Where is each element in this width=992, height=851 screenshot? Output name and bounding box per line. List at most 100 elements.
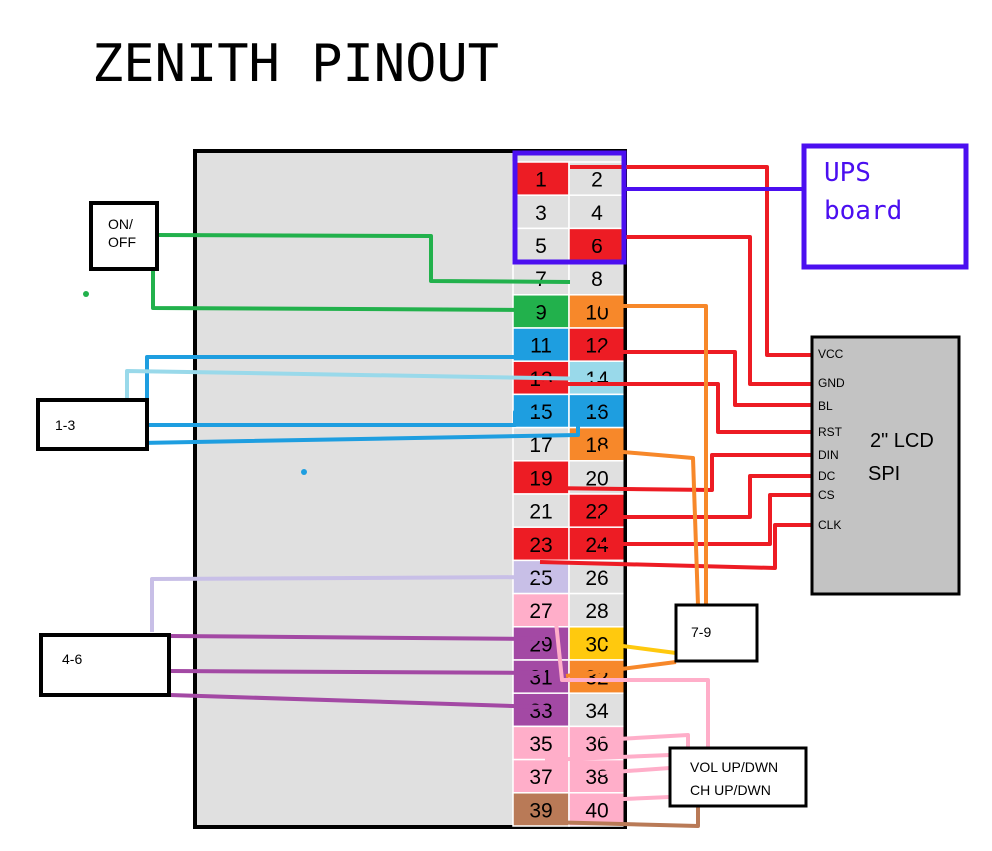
buttons-1-3-box: [36, 398, 149, 451]
pin-19-label: 19: [529, 467, 552, 490]
lcd-module: [810, 335, 961, 596]
wire-btn-30: [599, 641, 677, 655]
wire-switch-b: [151, 268, 541, 312]
pin-3-label: 3: [535, 202, 547, 225]
wire-btn-11: [145, 355, 545, 400]
wire-vol-36: [599, 733, 690, 748]
wire-vol-27: [553, 611, 710, 748]
lcd-pin-cs: CS: [818, 488, 835, 502]
lcd-title-2: SPI: [868, 463, 900, 485]
wire-vol-37: [544, 753, 671, 762]
ups-label-1: UPS: [824, 158, 871, 188]
pin-18-label: 18: [585, 434, 608, 457]
wire-btn-29: [169, 634, 546, 641]
pin-26-label: 26: [585, 567, 608, 590]
green-dot: [83, 291, 89, 297]
buttons-4-6-label: 4-6: [62, 651, 82, 667]
lcd-title-1: 2" LCD: [870, 430, 934, 452]
wire-btn-32: [565, 660, 677, 678]
pin-10-cell: [568, 294, 626, 329]
wire-btn-18: [599, 448, 700, 606]
pin-29-label: 29: [529, 633, 552, 656]
pin-20-label: 20: [585, 467, 608, 490]
pin-7-label: 7: [535, 268, 547, 291]
pin-31-label: 31: [529, 667, 552, 690]
vol-ch-box: [668, 746, 808, 808]
lcd-pin-vcc: VCC: [818, 347, 844, 361]
buttons-4-6-box: [39, 633, 171, 697]
pin-36-cell: [568, 725, 626, 761]
wire-btn-31: [169, 669, 546, 675]
pin-5-cell: [512, 227, 570, 263]
pin-21-label: 21: [529, 501, 552, 524]
pin-35-label: 35: [529, 733, 552, 756]
pin-36-label: 36: [585, 733, 608, 756]
wire-btn-10: [600, 304, 708, 605]
wire-btn-16: [139, 410, 600, 445]
wire-bl: [600, 350, 812, 407]
page-title: ZENITH PINOUT: [92, 34, 499, 94]
pin-17-label: 17: [529, 434, 552, 457]
pin-34-label: 34: [585, 700, 609, 723]
pin-39-label: 39: [529, 799, 552, 822]
buttons-7-9-box: [674, 603, 759, 663]
wire-cs: [600, 493, 812, 546]
lcd-pin-gnd: GND: [818, 376, 845, 390]
wire-gnd: [570, 235, 812, 386]
lcd-pin-rst: RST: [818, 425, 843, 439]
buttons-1-3-label: 1-3: [55, 417, 75, 433]
pin-8-cell: [568, 260, 626, 296]
lcd-pin-bl: BL: [818, 399, 833, 413]
ch-label: CH UP/DWN: [690, 782, 771, 798]
ups-label-2: board: [824, 196, 902, 226]
buttons-7-9-label: 7-9: [691, 624, 711, 640]
switch-label-1: ON/: [108, 216, 133, 232]
pin-33-label: 33: [529, 700, 552, 723]
wire-vcc: [570, 165, 812, 357]
pin-6-label: 6: [591, 235, 603, 258]
wire-ground-39: [544, 806, 700, 828]
lcd-pin-clk: CLK: [818, 518, 841, 532]
wire-btn-15: [148, 410, 545, 427]
blue-dot: [301, 469, 307, 475]
pin-37-label: 37: [529, 766, 552, 789]
wire-clk: [539, 523, 812, 570]
wire-btn-25: [150, 575, 546, 632]
pin-38-label: 38: [585, 766, 608, 789]
pin-35-cell: [512, 725, 570, 761]
pin-28-label: 28: [585, 600, 608, 623]
switch-label-2: OFF: [108, 234, 136, 250]
pin-27-label: 27: [529, 600, 552, 623]
pin-30-label: 30: [585, 633, 608, 656]
pin-1-label: 1: [535, 169, 547, 192]
ups-board-box: [801, 143, 969, 270]
pin-8-label: 8: [591, 268, 603, 291]
power-switch-box: [89, 201, 159, 271]
lcd-pin-din: DIN: [818, 448, 839, 462]
pin-5-label: 5: [535, 235, 547, 258]
vol-label: VOL UP/DWN: [690, 759, 778, 775]
pin-23-label: 23: [529, 534, 552, 557]
pin-24-label: 24: [585, 534, 609, 557]
wire-rst: [540, 382, 812, 434]
wire-din: [544, 453, 812, 492]
pin-40-label: 40: [585, 799, 608, 822]
lcd-pin-dc: DC: [818, 469, 836, 483]
pin-12-label: 12: [585, 335, 608, 358]
wire-vol-40: [599, 795, 671, 802]
pin-22-label: 22: [585, 501, 608, 524]
ups-pin-highlight: [512, 150, 627, 265]
wire-dc: [600, 474, 812, 519]
pin-9-label: 9: [535, 301, 547, 324]
wire-vol-38: [599, 766, 671, 775]
pin-2-label: 2: [591, 169, 603, 192]
pin-11-label: 11: [530, 335, 552, 358]
pin-3-cell: [512, 194, 570, 230]
wire-switch-a: [156, 233, 571, 284]
pin-4-label: 4: [591, 202, 603, 225]
wire-btn-33: [169, 693, 546, 709]
wires: [125, 165, 812, 828]
pin-17-cell: [512, 426, 570, 462]
lcd-pin-labels: VCC GND BL RST DIN DC CS CLK: [818, 347, 845, 532]
